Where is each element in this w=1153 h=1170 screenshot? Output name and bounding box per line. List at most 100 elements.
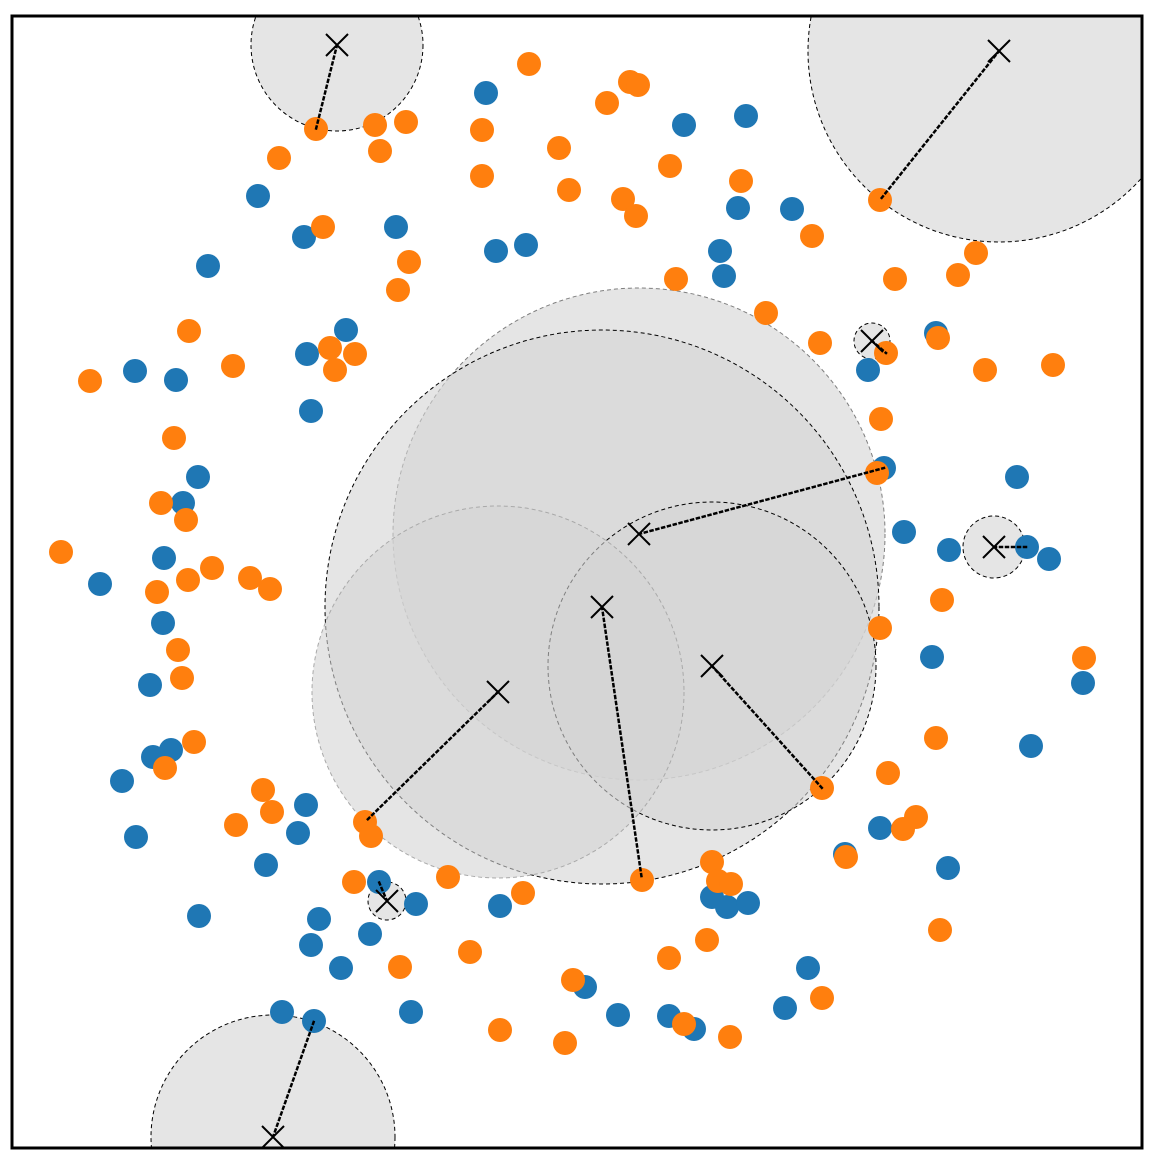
orange-point bbox=[368, 139, 392, 163]
x-marker-icon bbox=[486, 680, 510, 704]
blue-point bbox=[937, 538, 961, 562]
orange-point bbox=[166, 638, 190, 662]
orange-point bbox=[964, 241, 988, 265]
orange-point bbox=[865, 461, 889, 485]
blue-point bbox=[892, 520, 916, 544]
blue-point bbox=[384, 215, 408, 239]
orange-point bbox=[695, 928, 719, 952]
blue-point bbox=[196, 254, 220, 278]
orange-point bbox=[729, 169, 753, 193]
blue-point bbox=[1037, 547, 1061, 571]
blue-point bbox=[920, 645, 944, 669]
x-marker-icon bbox=[860, 329, 884, 353]
orange-point bbox=[200, 556, 224, 580]
blue-point bbox=[773, 996, 797, 1020]
orange-point bbox=[869, 407, 893, 431]
blue-point bbox=[399, 1000, 423, 1024]
orange-point bbox=[153, 756, 177, 780]
blue-point bbox=[1071, 671, 1095, 695]
orange-point bbox=[145, 580, 169, 604]
orange-point bbox=[488, 1018, 512, 1042]
blue-point bbox=[606, 1003, 630, 1027]
x-marker-icon bbox=[700, 654, 724, 678]
blue-point bbox=[868, 816, 892, 840]
orange-point bbox=[834, 845, 858, 869]
orange-point bbox=[470, 118, 494, 142]
nearest-line bbox=[377, 880, 389, 903]
blue-point bbox=[334, 318, 358, 342]
orange-point bbox=[876, 761, 900, 785]
blue-point bbox=[474, 81, 498, 105]
blue-point bbox=[672, 113, 696, 137]
blue-point bbox=[1019, 734, 1043, 758]
x-marker-icon bbox=[590, 595, 614, 619]
orange-point bbox=[868, 616, 892, 640]
orange-point bbox=[49, 540, 73, 564]
blue-point bbox=[88, 572, 112, 596]
blue-point bbox=[294, 793, 318, 817]
center-markers bbox=[261, 33, 1011, 1149]
blue-point bbox=[138, 673, 162, 697]
orange-point bbox=[162, 426, 186, 450]
nearest-line bbox=[314, 43, 339, 131]
orange-point bbox=[170, 666, 194, 690]
blue-point bbox=[152, 546, 176, 570]
orange-point bbox=[182, 730, 206, 754]
blue-point bbox=[488, 894, 512, 918]
data-points bbox=[49, 52, 1096, 1055]
orange-point bbox=[359, 824, 383, 848]
axes-frame bbox=[10, 14, 1144, 1150]
orange-point bbox=[388, 955, 412, 979]
orange-point bbox=[174, 508, 198, 532]
blue-point bbox=[292, 225, 316, 249]
x-marker-icon bbox=[261, 1125, 285, 1149]
circle-regions bbox=[150, 16, 1142, 1148]
blue-point bbox=[708, 239, 732, 263]
orange-point bbox=[397, 250, 421, 274]
blue-point bbox=[358, 922, 382, 946]
orange-point bbox=[557, 178, 581, 202]
blue-point bbox=[299, 933, 323, 957]
orange-point bbox=[176, 568, 200, 592]
orange-point bbox=[624, 204, 648, 228]
orange-point bbox=[973, 358, 997, 382]
x-marker-icon bbox=[627, 522, 651, 546]
x-marker-icon bbox=[987, 39, 1011, 63]
orange-point bbox=[221, 354, 245, 378]
orange-point bbox=[553, 1031, 577, 1055]
orange-point bbox=[343, 342, 367, 366]
blue-point bbox=[484, 239, 508, 263]
orange-point bbox=[470, 164, 494, 188]
blue-point bbox=[780, 197, 804, 221]
nearest-lines bbox=[271, 43, 1029, 1139]
blue-point bbox=[796, 956, 820, 980]
orange-point bbox=[458, 940, 482, 964]
x-marker-icon bbox=[325, 33, 349, 57]
orange-point bbox=[657, 946, 681, 970]
blue-point bbox=[734, 104, 758, 128]
nearest-line bbox=[637, 466, 886, 536]
blue-point bbox=[110, 769, 134, 793]
blue-point bbox=[151, 611, 175, 635]
orange-point bbox=[658, 154, 682, 178]
orange-point bbox=[924, 726, 948, 750]
orange-point bbox=[363, 113, 387, 137]
circle-region bbox=[807, 16, 1142, 243]
x-marker-icon bbox=[375, 889, 399, 913]
blue-point bbox=[187, 904, 211, 928]
orange-point bbox=[700, 850, 724, 874]
blue-point bbox=[246, 184, 270, 208]
orange-point bbox=[267, 146, 291, 170]
orange-point bbox=[719, 872, 743, 896]
nearest-line bbox=[878, 49, 1001, 202]
blue-point bbox=[186, 465, 210, 489]
orange-point bbox=[626, 73, 650, 97]
nearest-line bbox=[600, 605, 644, 882]
blue-point bbox=[123, 359, 147, 383]
orange-point bbox=[436, 865, 460, 889]
orange-point bbox=[883, 267, 907, 291]
orange-point bbox=[149, 491, 173, 515]
orange-point bbox=[260, 800, 284, 824]
